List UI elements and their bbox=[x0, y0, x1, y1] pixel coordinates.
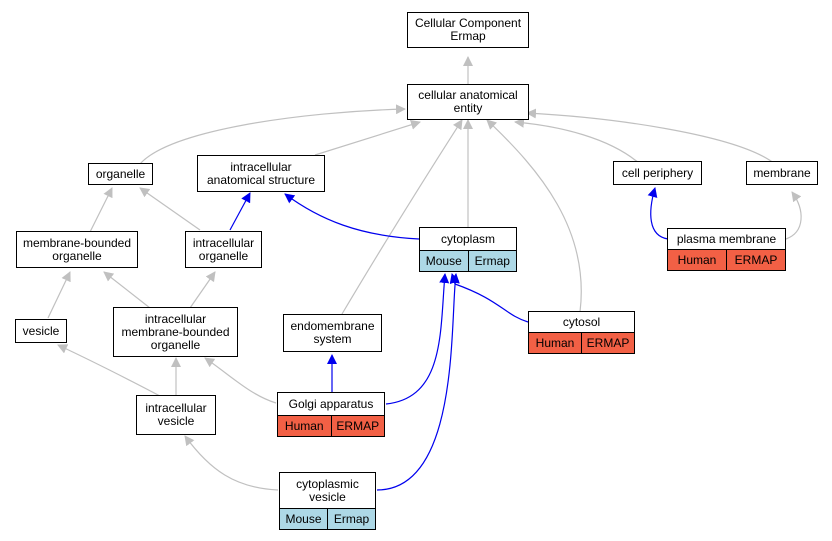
node-label: intracellular organelle bbox=[192, 235, 255, 263]
node-intracellular-membrane-bounded-organelle[interactable]: intracellular membrane-bounded organelle bbox=[113, 307, 238, 357]
edge-endo-cae bbox=[341, 119, 463, 315]
node-cell-periphery[interactable]: cell periphery bbox=[613, 161, 702, 185]
node-cellular-anatomical-entity[interactable]: cellular anatomical entity bbox=[407, 84, 529, 120]
species-tag: Human bbox=[278, 416, 331, 436]
edge-cytosol-cae bbox=[486, 119, 582, 313]
node-label: plasma membrane bbox=[676, 231, 777, 246]
node-intracellular-organelle[interactable]: intracellular organelle bbox=[185, 231, 262, 268]
edge-cv-part-of-cytoplasm bbox=[376, 273, 460, 491]
edge-iv-vesicle bbox=[57, 344, 161, 397]
node-label: cell periphery bbox=[621, 165, 694, 180]
edge-io-organelle bbox=[139, 187, 201, 231]
edge-io-part-of-ias bbox=[229, 192, 251, 231]
gene-tag: ERMAP bbox=[581, 333, 634, 353]
edge-ias-part-of-cae bbox=[284, 193, 420, 240]
node-membrane[interactable]: membrane bbox=[746, 161, 818, 185]
edge-cytosol-part-of-cytoplasm bbox=[449, 273, 529, 323]
gene-tag: Ermap bbox=[467, 251, 516, 271]
node-label: organelle bbox=[95, 166, 146, 181]
species-tags: Human ERMAP bbox=[668, 249, 785, 270]
node-cytoplasm[interactable]: cytoplasm Mouse Ermap bbox=[419, 227, 517, 272]
species-tag: Mouse bbox=[420, 251, 468, 271]
node-label: intracellular anatomical structure bbox=[206, 159, 316, 187]
edge-imbo-mbo bbox=[103, 271, 151, 309]
node-plasma-membrane[interactable]: plasma membrane Human ERMAP bbox=[667, 228, 786, 271]
edge-golgi-imbo bbox=[204, 357, 277, 404]
species-tag: Human bbox=[529, 333, 581, 353]
edge-organelle-cae bbox=[139, 104, 406, 165]
gene-tag: ERMAP bbox=[330, 416, 384, 436]
node-label: Golgi apparatus bbox=[288, 396, 374, 411]
edge-vesicle-mbo bbox=[47, 271, 71, 319]
species-tags: Human ERMAP bbox=[529, 332, 634, 353]
node-label: intracellular membrane-bounded organelle bbox=[121, 311, 230, 352]
node-label: cytoplasm bbox=[440, 231, 496, 246]
species-tag: Human bbox=[668, 250, 726, 270]
species-tags: Human ERMAP bbox=[278, 415, 384, 436]
node-label: cellular anatomical entity bbox=[418, 88, 518, 115]
node-label: vesicle bbox=[22, 323, 60, 338]
edge-ias-cae bbox=[314, 119, 421, 156]
species-tags: Mouse Ermap bbox=[280, 508, 375, 529]
species-tags: Mouse Ermap bbox=[420, 250, 516, 271]
node-cellular-component[interactable]: Cellular Component Ermap bbox=[407, 12, 529, 48]
node-intracellular-vesicle[interactable]: intracellular vesicle bbox=[136, 395, 216, 435]
edge-mbo-organelle bbox=[89, 187, 113, 233]
edge-plasma-part-of-cellperiph bbox=[647, 187, 669, 240]
edge-plasma-membrane bbox=[785, 191, 802, 240]
gene-tag: Ermap bbox=[327, 509, 375, 529]
gene-tag: ERMAP bbox=[726, 250, 785, 270]
edge-golgi-part-of-cytoplasm bbox=[385, 273, 450, 405]
species-tag: Mouse bbox=[280, 509, 327, 529]
node-cytoplasmic-vesicle[interactable]: cytoplasmic vesicle Mouse Ermap bbox=[279, 472, 376, 530]
node-organelle[interactable]: organelle bbox=[88, 163, 153, 185]
node-golgi-apparatus[interactable]: Golgi apparatus Human ERMAP bbox=[277, 392, 385, 437]
node-intracellular-anatomical-structure[interactable]: intracellular anatomical structure bbox=[197, 155, 325, 192]
node-label: membrane bbox=[753, 165, 811, 180]
node-label: membrane-bounded organelle bbox=[22, 235, 132, 263]
node-label: Cellular Component Ermap bbox=[414, 16, 522, 43]
node-membrane-bounded-organelle[interactable]: membrane-bounded organelle bbox=[16, 231, 138, 268]
edge-imbo-io bbox=[189, 271, 216, 309]
edge-membrane-cae bbox=[526, 108, 776, 165]
edge-cellperiph-cae bbox=[514, 117, 641, 165]
node-vesicle[interactable]: vesicle bbox=[15, 319, 67, 343]
node-cytosol[interactable]: cytosol Human ERMAP bbox=[528, 311, 635, 354]
node-label: cytosol bbox=[562, 314, 601, 329]
node-endomembrane-system[interactable]: endomembrane system bbox=[283, 314, 382, 352]
node-label: intracellular vesicle bbox=[145, 401, 207, 428]
edge-cv-iv bbox=[184, 435, 279, 491]
node-label: cytoplasmic vesicle bbox=[296, 476, 359, 504]
node-label: endomembrane system bbox=[290, 319, 375, 346]
